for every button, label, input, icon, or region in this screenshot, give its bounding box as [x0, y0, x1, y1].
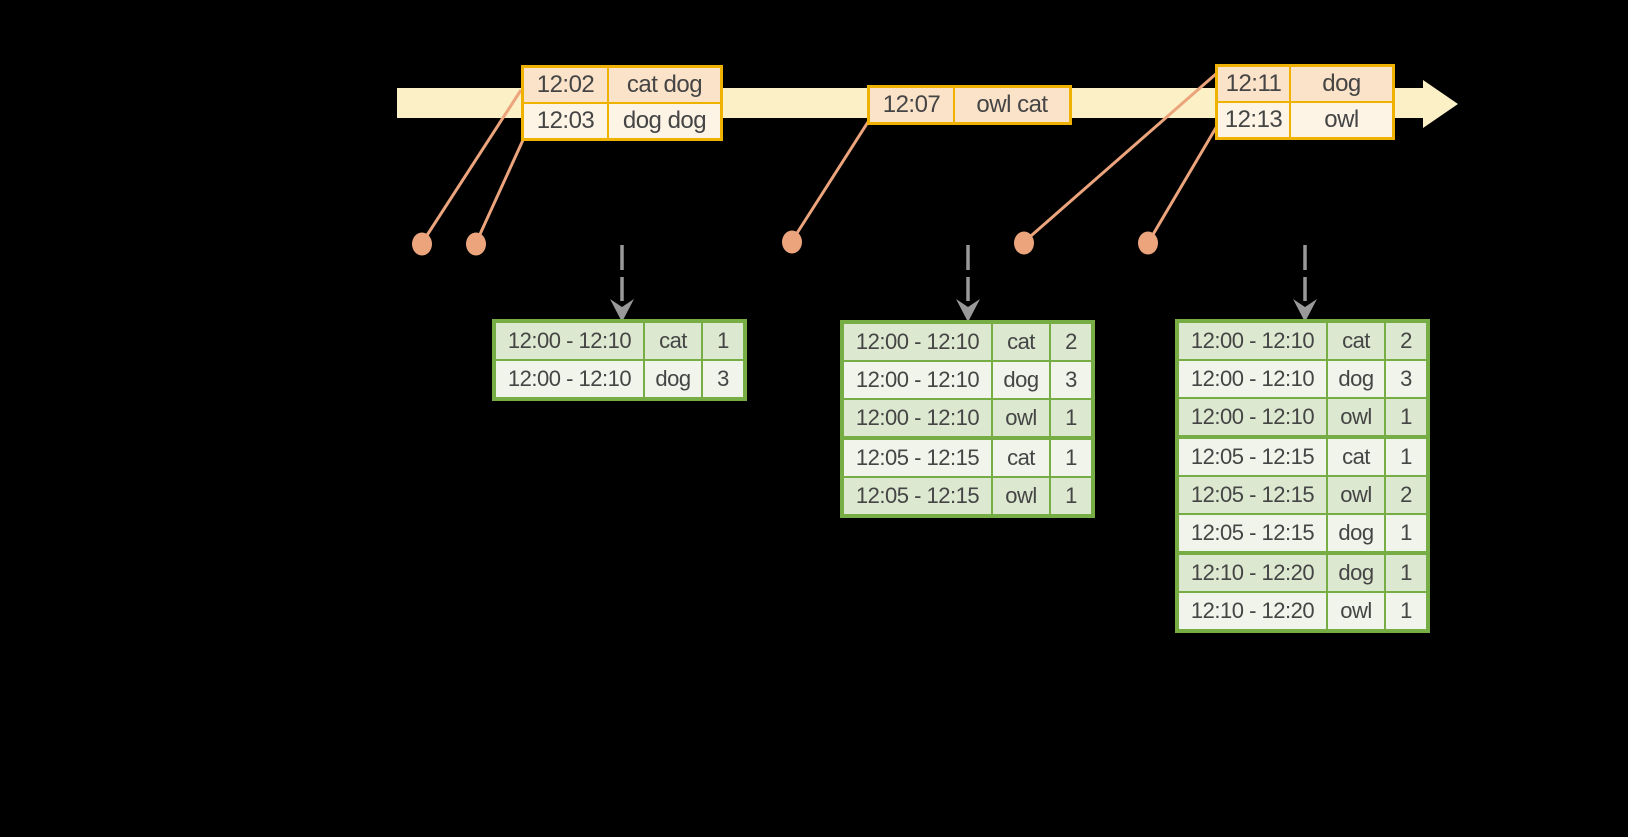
word-cell: cat	[1328, 439, 1384, 475]
window-cell: 12:00 - 12:10	[844, 400, 991, 436]
result-row: 12:00 - 12:10 cat 1	[496, 323, 743, 359]
window-cell: 12:05 - 12:15	[1179, 515, 1326, 551]
result-row: 12:00 - 12:10 cat 2	[844, 324, 1091, 360]
event-row: 12:03 dog dog	[524, 104, 720, 138]
connector-line	[420, 89, 523, 244]
event-dot-icon	[412, 232, 432, 256]
result-row: 12:05 - 12:15 dog 1	[1179, 515, 1426, 551]
event-row: 12:02 cat dog	[524, 68, 720, 102]
event-dot-icon	[466, 232, 486, 256]
window-cell: 12:05 - 12:15	[844, 440, 991, 476]
word-cell: owl	[993, 400, 1049, 436]
result-row: 12:00 - 12:10 cat 2	[1179, 323, 1426, 359]
result-row: 12:00 - 12:10 dog 3	[1179, 361, 1426, 397]
time-cell: 12:03	[524, 104, 607, 138]
arrow-down-icon	[1293, 299, 1317, 322]
window-cell: 12:00 - 12:10	[1179, 399, 1326, 435]
window-cell: 12:00 - 12:10	[1179, 323, 1326, 359]
window-cell: 12:00 - 12:10	[844, 324, 991, 360]
result-row: 12:00 - 12:10 owl 1	[844, 400, 1091, 436]
time-cell: 12:02	[524, 68, 607, 102]
event-row: 12:13 owl	[1218, 103, 1392, 137]
count-cell: 1	[1051, 440, 1091, 476]
event-dot-icon	[1138, 231, 1158, 255]
arrow-down-icon	[610, 299, 634, 322]
result-table-1: 12:00 - 12:10 cat 1 12:00 - 12:10 dog 3	[492, 319, 747, 401]
count-cell: 1	[703, 323, 743, 359]
event-dot-icon	[782, 230, 802, 254]
window-cell: 12:05 - 12:15	[1179, 439, 1326, 475]
event-row: 12:07 owl cat	[870, 88, 1069, 122]
count-cell: 3	[1386, 361, 1426, 397]
word-cell: owl	[1328, 399, 1384, 435]
time-cell: 12:07	[870, 88, 953, 122]
result-row: 12:00 - 12:10 dog 3	[496, 361, 743, 397]
count-cell: 3	[1051, 362, 1091, 398]
word-cell: dog	[645, 361, 701, 397]
count-cell: 1	[1051, 478, 1091, 514]
word-cell: cat	[993, 440, 1049, 476]
word-cell: owl	[993, 478, 1049, 514]
word-cell: cat	[993, 324, 1049, 360]
result-row: 12:10 - 12:20 owl 1	[1179, 593, 1426, 629]
count-cell: 1	[1386, 399, 1426, 435]
word-cell: owl	[1328, 477, 1384, 513]
event-dot-icon	[1014, 231, 1034, 255]
time-cell: 12:11	[1218, 67, 1289, 101]
window-cell: 12:10 - 12:20	[1179, 593, 1326, 629]
words-cell: cat dog	[609, 68, 720, 102]
count-cell: 2	[1051, 324, 1091, 360]
words-cell: dog	[1291, 67, 1392, 101]
word-cell: owl	[1328, 593, 1384, 629]
event-table-3: 12:11 dog 12:13 owl	[1215, 64, 1395, 140]
word-cell: dog	[993, 362, 1049, 398]
word-cell: cat	[1328, 323, 1384, 359]
count-cell: 3	[703, 361, 743, 397]
result-row: 12:00 - 12:10 dog 3	[844, 362, 1091, 398]
window-cell: 12:05 - 12:15	[844, 478, 991, 514]
words-cell: owl cat	[955, 88, 1069, 122]
count-cell: 1	[1386, 593, 1426, 629]
connector-line	[474, 139, 525, 244]
word-cell: cat	[645, 323, 701, 359]
count-cell: 1	[1386, 555, 1426, 591]
result-row: 12:05 - 12:15 cat 1	[844, 440, 1091, 476]
words-cell: dog dog	[609, 104, 720, 138]
words-cell: owl	[1291, 103, 1392, 137]
count-cell: 2	[1386, 477, 1426, 513]
word-cell: dog	[1328, 555, 1384, 591]
event-table-1: 12:02 cat dog 12:03 dog dog	[521, 65, 723, 141]
word-cell: dog	[1328, 361, 1384, 397]
connector-line	[790, 121, 870, 242]
time-cell: 12:13	[1218, 103, 1289, 137]
window-cell: 12:00 - 12:10	[496, 323, 643, 359]
arrow-down-icon	[956, 299, 980, 322]
event-table-2: 12:07 owl cat	[867, 85, 1072, 125]
result-table-2: 12:00 - 12:10 cat 2 12:00 - 12:10 dog 3 …	[840, 320, 1095, 518]
result-table-3: 12:00 - 12:10 cat 2 12:00 - 12:10 dog 3 …	[1175, 319, 1430, 633]
window-cell: 12:05 - 12:15	[1179, 477, 1326, 513]
result-row: 12:10 - 12:20 dog 1	[1179, 555, 1426, 591]
count-cell: 1	[1386, 515, 1426, 551]
window-cell: 12:10 - 12:20	[1179, 555, 1326, 591]
count-cell: 1	[1051, 400, 1091, 436]
result-row: 12:05 - 12:15 owl 2	[1179, 477, 1426, 513]
count-cell: 1	[1386, 439, 1426, 475]
connector-line	[1023, 71, 1218, 244]
result-row: 12:00 - 12:10 owl 1	[1179, 399, 1426, 435]
count-cell: 2	[1386, 323, 1426, 359]
connector-line	[1146, 125, 1219, 244]
result-row: 12:05 - 12:15 owl 1	[844, 478, 1091, 514]
timeline-arrowhead-icon	[1423, 80, 1458, 128]
window-cell: 12:00 - 12:10	[844, 362, 991, 398]
result-row: 12:05 - 12:15 cat 1	[1179, 439, 1426, 475]
window-cell: 12:00 - 12:10	[1179, 361, 1326, 397]
event-row: 12:11 dog	[1218, 67, 1392, 101]
window-cell: 12:00 - 12:10	[496, 361, 643, 397]
word-cell: dog	[1328, 515, 1384, 551]
